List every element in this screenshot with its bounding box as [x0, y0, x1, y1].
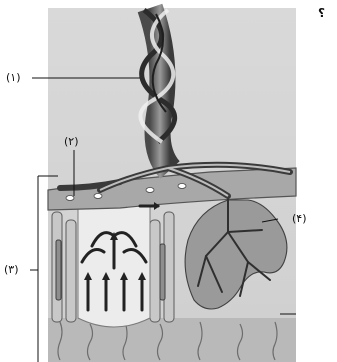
corner-question-mark: ؟ [318, 6, 325, 20]
label-2: (۲) [64, 136, 79, 148]
label-4: (۴) [292, 213, 307, 225]
label-3: (۳) [4, 264, 19, 276]
umbilical-cord [140, 8, 174, 170]
stroma-band [48, 318, 296, 362]
label-1: (۱) [6, 72, 21, 84]
